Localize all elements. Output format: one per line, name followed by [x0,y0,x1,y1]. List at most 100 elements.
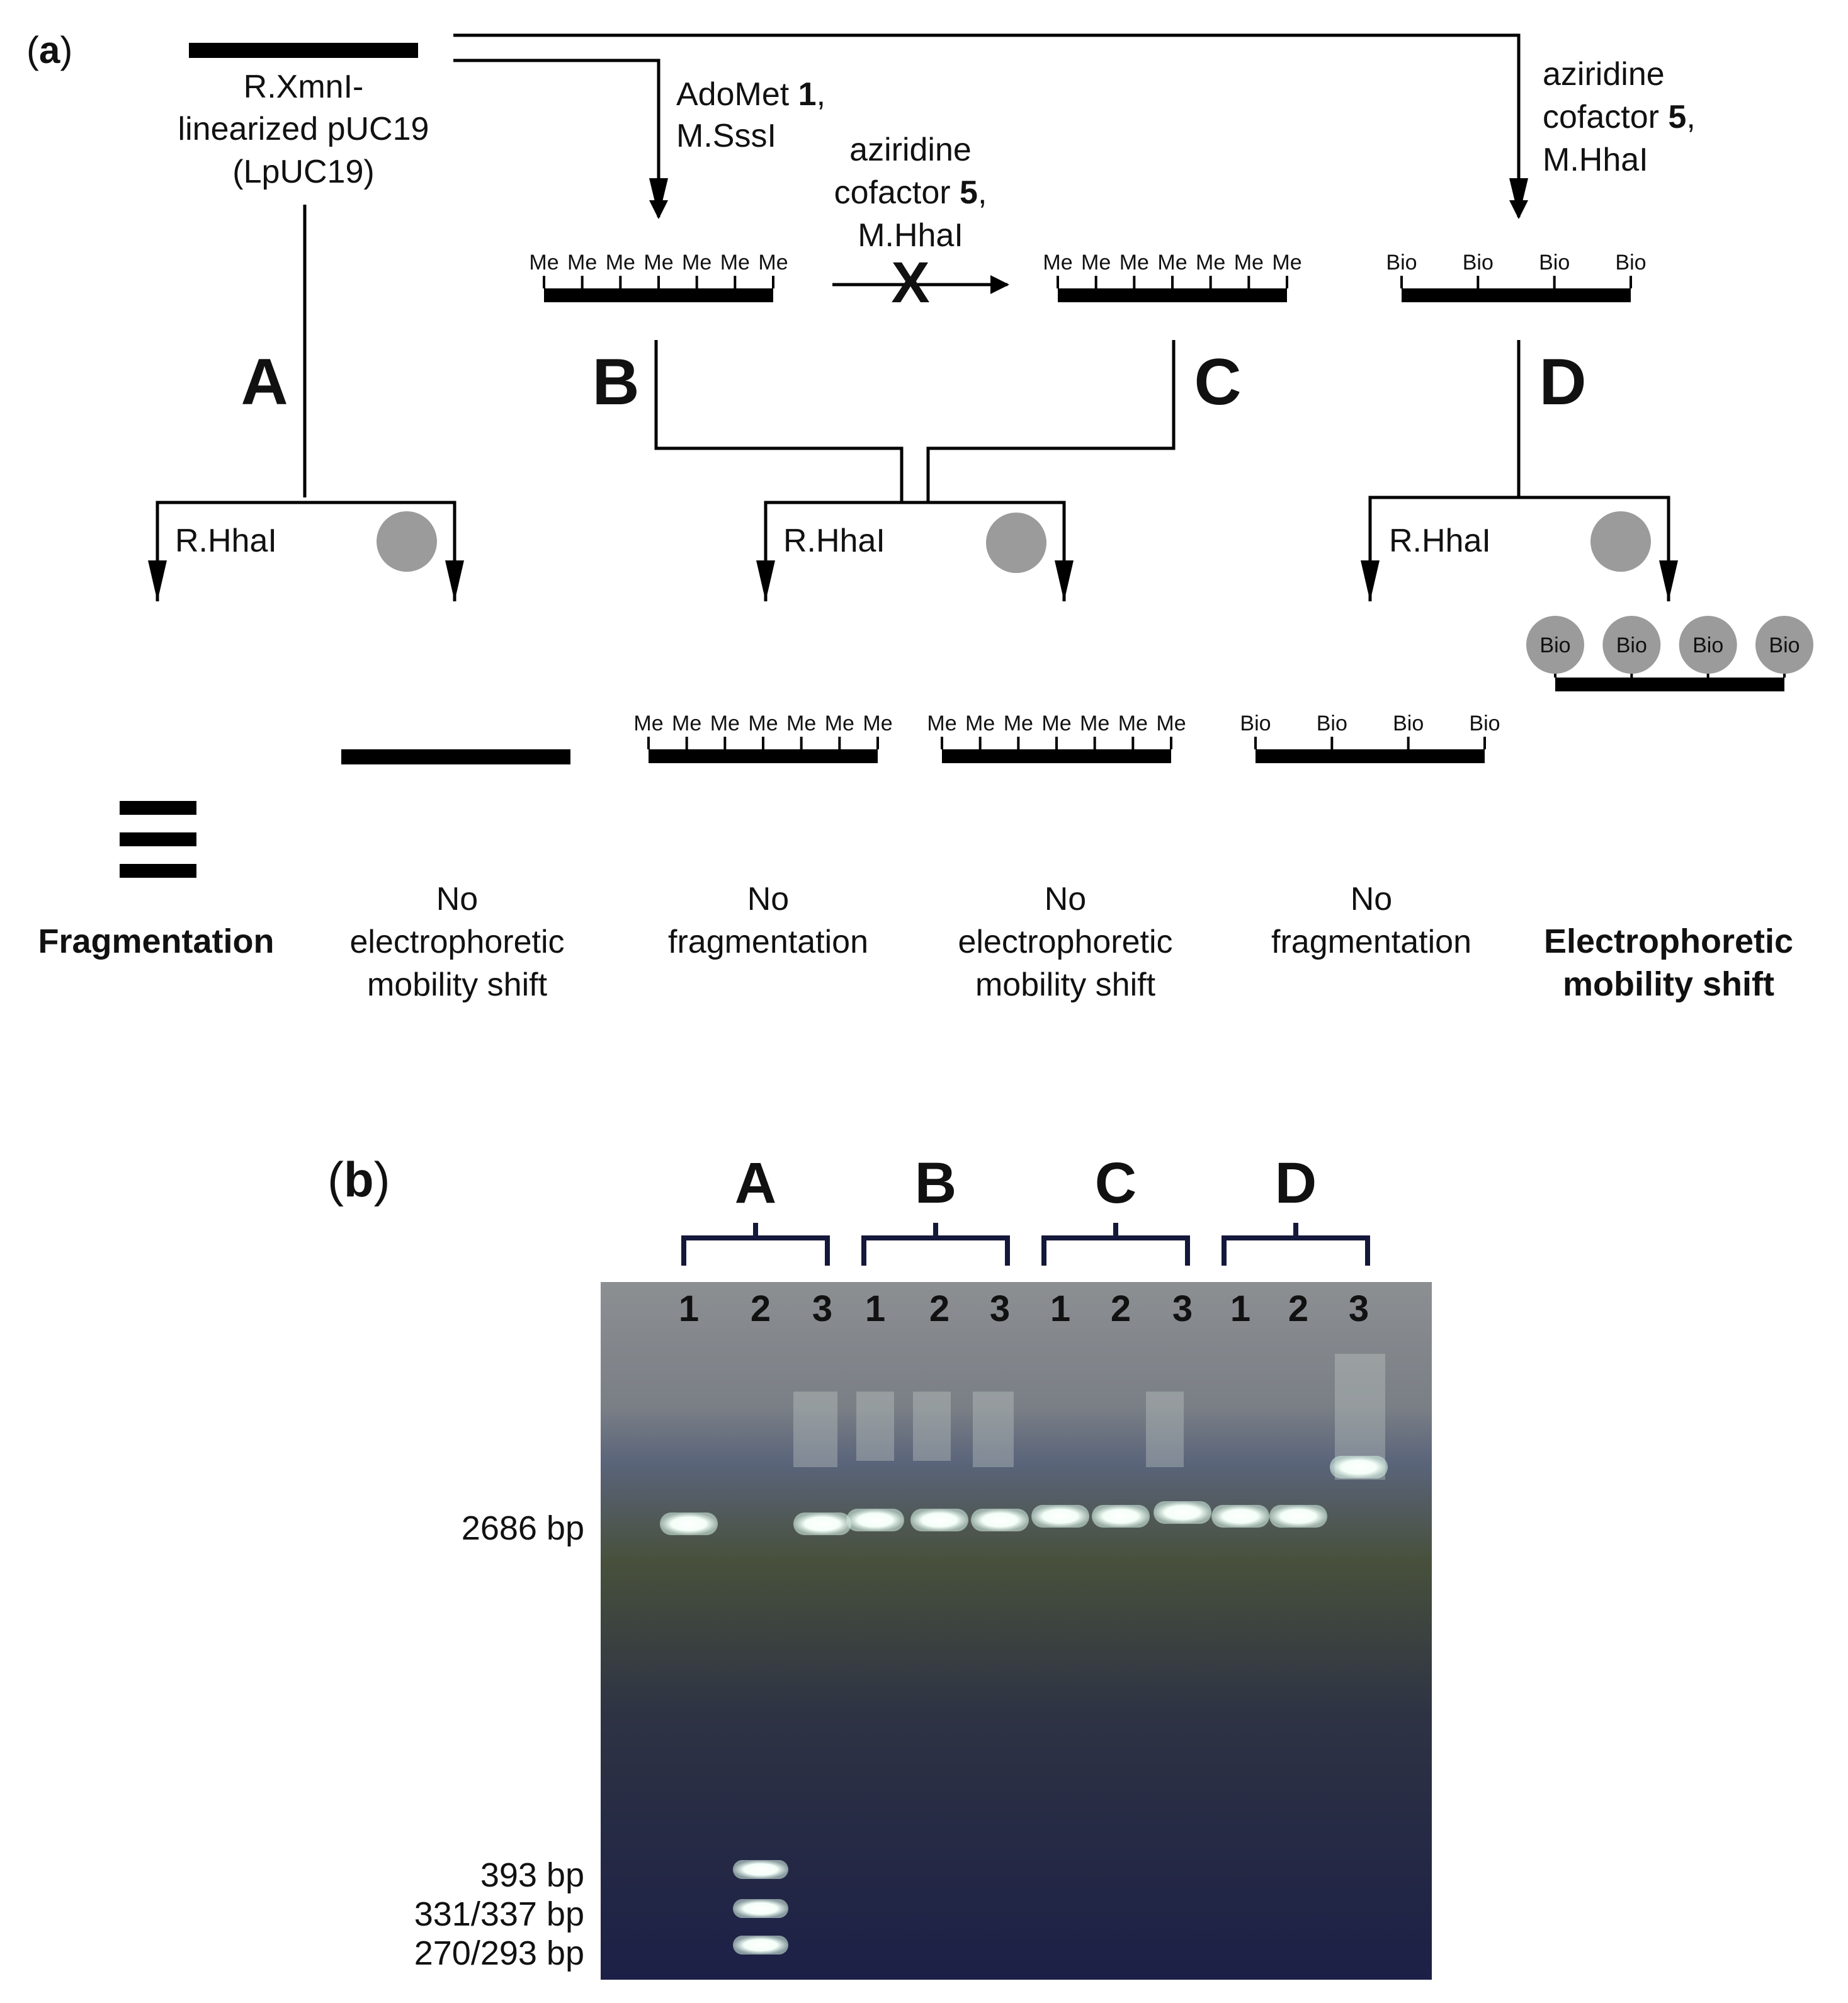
dna-biotinylated-d-bar [1402,288,1631,302]
dna-methylated-b-mark-label: Me [682,251,711,275]
gel-band [1031,1505,1089,1528]
complex-bio-label: Bio [1692,633,1723,657]
gel-band [1269,1505,1327,1528]
gel-band [1154,1501,1211,1524]
enzyme-label-a: R.HhaI [175,523,277,559]
gel-group-c: C [1095,1151,1137,1215]
dna-methylated-b-mark-label: Me [720,251,750,275]
result-d-shift-1: Electrophoretic [1544,922,1793,960]
streptavidin-bead [1526,616,1584,674]
result-a-no-shift-3: mobility shift [367,967,548,1003]
dna-methylated-c-bar [1058,288,1287,302]
dna-biotinylated-d-mark-label: Bio [1386,251,1417,275]
gel-lane-number: 2 [751,1288,771,1329]
dna-methylated-b-bar [544,288,773,302]
dna-methylated-c-mark-label: Me [1043,251,1072,275]
step-b-reagents-line1: AdoMet 1, [676,76,825,113]
gel-band [660,1512,718,1535]
dna-methylated-c-mark-label: Me [1234,251,1264,275]
step-d-reagents-line2: cofactor 5, [1543,99,1696,135]
substrate-dna-bar [189,43,418,58]
dna-methylated-c-product-mark-label: Me [1041,712,1071,735]
result-d-shift-2: mobility shift [1563,965,1774,1003]
result-d-no-frag-2: fragmentation [1271,924,1471,960]
substrate-label-line3: (LpUC19) [232,154,374,190]
gel-lane-number: 1 [865,1288,885,1329]
path-letter-d: D [1539,346,1586,419]
dna-biotinylated-d-product-mark-label: Bio [1393,712,1424,735]
result-bc-no-shift-1: No [1045,881,1086,917]
dna-biotinylated-d-product-bar [1256,749,1485,763]
result-fragmentation: Fragmentation [38,922,274,960]
intact-dna-bar [341,749,570,764]
complex-bio-label: Bio [1616,633,1647,657]
step-d-reagents-line1: aziridine [1543,56,1665,93]
dna-methylated-b-product-mark-label: Me [633,712,663,735]
dna-methylated-c-product-mark-label: Me [1156,712,1186,735]
dna-methylated-c-mark-label: Me [1120,251,1149,275]
path-letter-a: A [241,346,288,419]
gel-lane-number: 2 [1111,1288,1131,1329]
dna-methylated-b-mark-label: Me [529,251,558,275]
substrate-label-line2: linearized pUC19 [178,111,429,147]
step-d-reagents-line3: M.HhaI [1543,142,1648,178]
dna-methylated-c-mark-label: Me [1196,251,1225,275]
streptavidin-bead [1755,616,1813,674]
gel-band [793,1512,851,1535]
gel-band [971,1509,1029,1531]
dna-methylated-b-mark-label: Me [606,251,635,275]
gel-band [846,1509,904,1531]
streptavidin-bead [1679,616,1737,674]
blocked-x-mark: X [891,251,929,315]
gel-fragment-band [733,1899,788,1918]
dna-biotinylated-d-product-mark-label: Bio [1469,712,1500,735]
gel-lane-number: 3 [1172,1288,1193,1329]
result-a-no-shift-1: No [436,881,478,917]
streptavidin-circle-d [1590,511,1651,572]
result-d-no-frag-1: No [1351,881,1392,917]
streptavidin-bead [1602,616,1661,674]
dna-methylated-b-product-mark-label: Me [863,712,892,735]
gel-bands [660,1456,1388,1955]
gel-lane-number: 3 [1349,1288,1369,1329]
substrate-label-line1: R.XmnI- [244,69,364,105]
gel-band [1330,1456,1388,1478]
gel-lane-number: 3 [812,1288,832,1329]
streptavidin-circle-bc [986,513,1046,573]
fragments-icon [120,801,196,878]
gel-group-b: B [915,1151,956,1215]
dna-methylated-b-product-mark-label: Me [672,712,701,735]
dna-methylated-b-mark-label: Me [643,251,673,275]
dna-methylated-b-product-bar [649,749,878,763]
complex-bio-label: Bio [1769,633,1800,657]
panel-a: (a) R.XmnI- linearized pUC19 (LpUC19) Ad… [26,29,1813,1003]
dna-methylated-c-product-mark-label: Me [1080,712,1109,735]
dna-streptavidin-complex-bar [1555,678,1784,691]
gel-fragment-band [733,1860,788,1879]
gel-group-a: A [735,1151,776,1215]
branch-arrowheads [148,178,1678,601]
step-b-reagents-line2: M.SssI [676,118,776,154]
dna-methylated-c-mark-label: Me [1272,251,1301,275]
streptavidin-circle-a [377,511,437,572]
size-marker-331-337: 331/337 bp [414,1895,584,1933]
dna-methylated-c-product-mark-label: Me [965,712,995,735]
gel-group-brackets [681,1223,1370,1266]
gel-fragment-band [733,1936,788,1955]
dna-methylated-b-mark-label: Me [567,251,597,275]
gel-band [910,1509,968,1531]
size-marker-270-293: 270/293 bp [414,1934,584,1972]
gel-band [1211,1505,1269,1528]
step-c-reagents-line2: cofactor 5, [834,174,987,211]
dna-methylated-c-mark-label: Me [1157,251,1187,275]
dna-biotinylated-d-mark-label: Bio [1615,251,1646,275]
dna-methylated-b-product-mark-label: Me [748,712,778,735]
